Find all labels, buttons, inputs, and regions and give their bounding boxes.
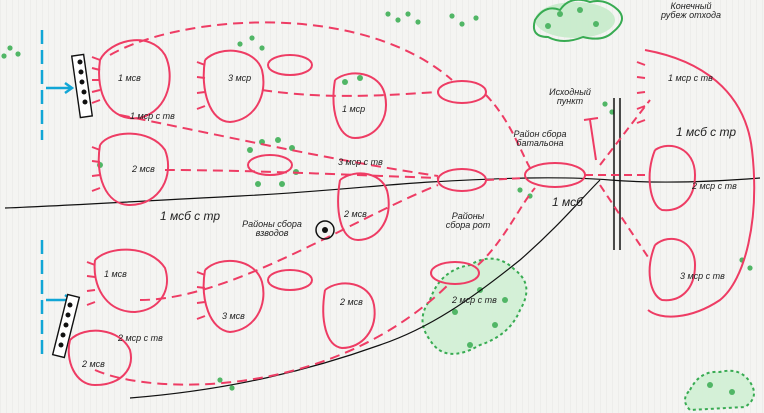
- label-1msv-top: 1 мсв: [118, 73, 141, 83]
- label-1msb-center: 1 мсб: [552, 195, 583, 209]
- label-start-point: Исходный пункт: [549, 87, 591, 107]
- routes-and-positions: [67, 21, 756, 387]
- route-company-battalion: [485, 177, 526, 181]
- area-3msr-right: [648, 237, 697, 302]
- route-top-battalion: [485, 94, 531, 169]
- label-1msr-right: 1 мср: [342, 104, 366, 114]
- area-1msv-bottom: [93, 248, 168, 314]
- label-battalion-assembly: Район сбора батальона: [513, 129, 567, 149]
- label-3msr-te-right: 3 мср с тв: [680, 271, 725, 281]
- label-3msr-te-mid: 3 мср с тв: [338, 157, 383, 167]
- oval-company-bottom: [430, 261, 480, 285]
- label-1msb-tr-left: 1 мсб с тр: [160, 209, 221, 223]
- oval-platoon-mid: [247, 154, 293, 176]
- teeth-1: [91, 56, 101, 104]
- obstacle-blocks: [51, 53, 94, 359]
- teeth-6: [636, 61, 646, 124]
- label-3msv-bottom: 3 мсв: [222, 311, 245, 321]
- area-3msr-top: [202, 49, 265, 124]
- frontline-top-arrowhead: [64, 81, 75, 95]
- area-2msv-bottom-center: [322, 282, 376, 350]
- label-2msv-center: 2 мсв: [344, 209, 367, 219]
- label-1msv-bottom: 1 мсв: [104, 269, 127, 279]
- area-2msr-right: [648, 145, 697, 212]
- route-mid-straight: [164, 169, 439, 179]
- command-post-symbol: [315, 220, 335, 240]
- start-point-marker: [583, 117, 599, 161]
- label-2msr-te-right: 2 мср с тв: [692, 181, 737, 191]
- route-top-to-mid: [119, 114, 439, 177]
- route-top-straight: [261, 89, 439, 97]
- area-2msv-mid: [97, 132, 170, 207]
- forest-top-right: [532, 0, 623, 42]
- frontline-marks: [40, 30, 75, 360]
- label-1msr-te-top: 1 мср с тв: [130, 111, 175, 121]
- label-final-line: Конечный рубеж отхода: [661, 1, 721, 21]
- teeth-4: [196, 61, 206, 110]
- area-2msv-center: [337, 172, 390, 242]
- oval-platoon-top: [267, 54, 313, 76]
- label-2msv-mid: 2 мсв: [132, 164, 155, 174]
- route-bottom-battalion: [477, 187, 536, 266]
- route-to-3msr-right: [599, 184, 651, 261]
- route-bottom-to-mid: [139, 184, 439, 301]
- label-company-assembly: Районы сбора рот: [445, 211, 491, 231]
- label-1msr-te-right: 1 мср с тв: [668, 73, 713, 83]
- teeth-5: [196, 271, 206, 320]
- label-1msb-tr-right: 1 мсб с тр: [676, 125, 737, 139]
- forest-bottom-right: [684, 369, 755, 412]
- area-2msv-bottom: [67, 329, 132, 387]
- label-2msv-bottom: 2 мсв: [82, 359, 105, 369]
- label-3msr-top: 3 мср: [228, 73, 252, 83]
- area-1msv-top: [98, 39, 171, 120]
- label-2msr-te-bottom: 2 мср с тв: [118, 333, 163, 343]
- teeth-3: [86, 261, 96, 306]
- label-platoon-assembly: Районы сбора взводов: [242, 219, 302, 239]
- track-line: [129, 179, 601, 399]
- route-to-1msr-right: [599, 99, 651, 166]
- label-2msr-te-center: 2 мср с тв: [452, 295, 497, 305]
- area-1msr-right: [332, 72, 387, 140]
- bush-dots: [1, 11, 753, 391]
- oval-platoon-bottom: [267, 269, 313, 291]
- arc-top-outer: [109, 21, 453, 81]
- teeth-2: [91, 146, 101, 192]
- area-3msv-bottom: [202, 259, 265, 334]
- label-2msv-bottom-center: 2 мсв: [340, 297, 363, 307]
- area-final-line: [644, 49, 756, 318]
